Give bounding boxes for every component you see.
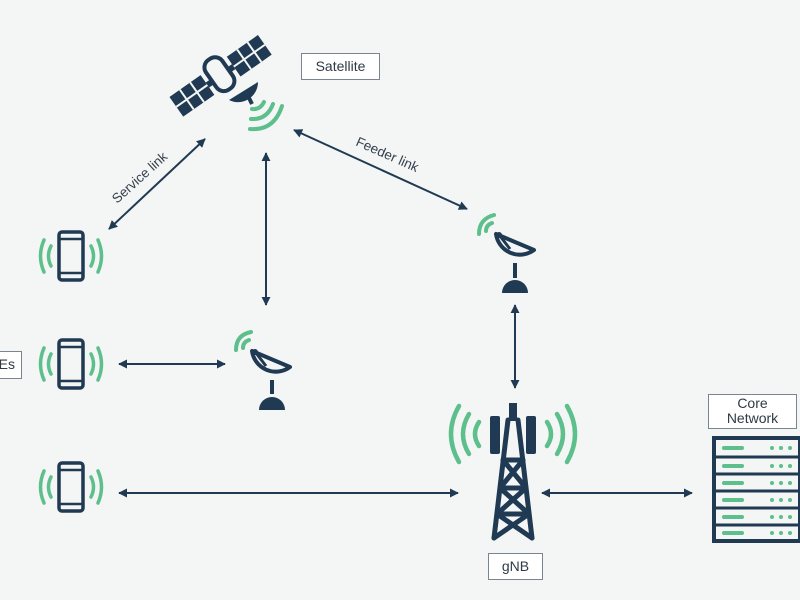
tower-signal-waves — [448, 403, 578, 465]
ues-label: UEs — [0, 351, 22, 379]
satellite-icon — [169, 35, 272, 117]
cell-tower-icon — [490, 403, 536, 541]
dish-antenna-icon — [494, 232, 536, 293]
core-network-label: Core Network — [708, 394, 797, 429]
phone-icon — [38, 230, 104, 282]
phone-icon — [38, 338, 104, 390]
satellite-signal-waves — [248, 100, 284, 132]
service-link-arrow — [108, 138, 206, 230]
satellite-label: Satellite — [301, 53, 380, 80]
dish-antenna-icon — [250, 349, 292, 410]
server-rack-icon — [712, 436, 800, 543]
feeder-link-arrow — [293, 129, 468, 210]
service-link-label: Service link — [109, 149, 171, 206]
dish-signal-waves — [234, 330, 253, 352]
feeder-link-label: Feeder link — [354, 134, 421, 175]
dish-signal-waves — [477, 213, 496, 236]
phone-icon — [38, 461, 104, 513]
gnb-label: gNB — [488, 553, 543, 580]
